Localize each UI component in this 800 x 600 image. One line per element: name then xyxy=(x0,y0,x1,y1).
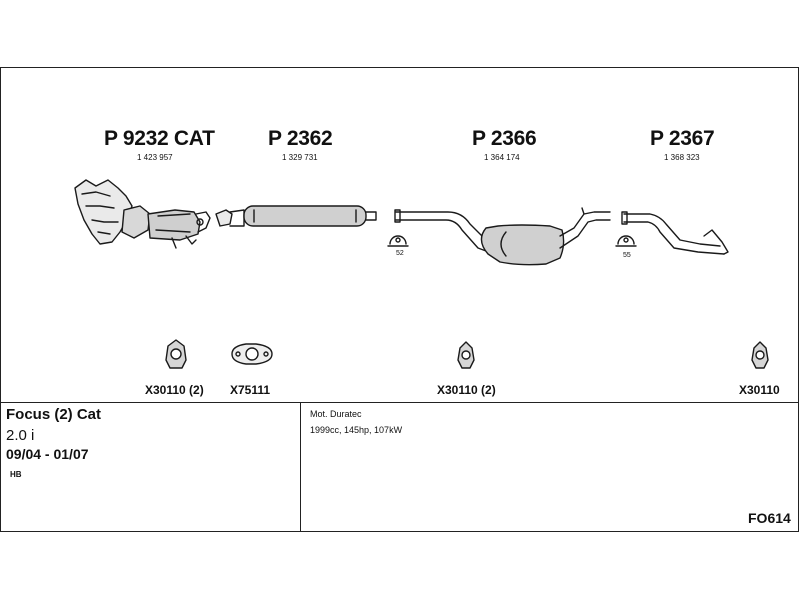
vehicle-engine-size: 2.0 i xyxy=(6,427,35,444)
rubber-mount-3-drawing xyxy=(751,341,769,369)
engine-spec: 1999cc, 145hp, 107kW xyxy=(310,425,403,435)
catalytic-converter-drawing xyxy=(74,179,211,249)
part-number-catalytic-converter: P 9232 CAT xyxy=(104,127,215,150)
part-code-tail-pipe: 1 368 323 xyxy=(664,153,700,162)
part-code-middle-silencer: 1 364 174 xyxy=(484,153,520,162)
info-divider-horizontal xyxy=(0,402,799,403)
part-number-front-pipe: P 2362 xyxy=(268,127,333,150)
middle-silencer-drawing xyxy=(394,207,611,266)
part-number-tail-pipe: P 2367 xyxy=(650,127,715,150)
part-code-front-pipe: 1 329 731 xyxy=(282,153,318,162)
diagram-frame xyxy=(0,67,799,532)
part-code-catalytic-converter: 1 423 957 xyxy=(137,153,173,162)
accessory-label-rubber-mount-1: X30110 (2) xyxy=(145,383,204,397)
accessory-label-gasket: X75111 xyxy=(230,383,271,397)
tail-pipe-drawing xyxy=(621,211,729,255)
accessory-label-rubber-mount-3: X30110 xyxy=(739,383,780,397)
front-pipe-drawing xyxy=(215,205,377,227)
clamp-55-drawing xyxy=(615,235,637,247)
clamp-label-55: 55 xyxy=(623,252,631,259)
part-number-middle-silencer: P 2366 xyxy=(472,127,537,150)
gasket-drawing xyxy=(231,343,273,365)
engine-type: Mot. Duratec xyxy=(310,409,362,419)
info-divider-vertical xyxy=(300,402,301,532)
diagram-code: FO614 xyxy=(748,510,791,526)
clamp-52-drawing xyxy=(387,235,409,247)
rubber-mount-2-drawing xyxy=(457,341,475,369)
clamp-label-52: 52 xyxy=(396,250,404,257)
vehicle-model: Focus (2) Cat xyxy=(6,406,102,423)
accessory-label-rubber-mount-2: X30110 (2) xyxy=(437,383,496,397)
rubber-mount-1-drawing xyxy=(165,339,187,369)
vehicle-years: 09/04 - 01/07 xyxy=(6,446,89,462)
vehicle-body: HB xyxy=(10,470,22,479)
